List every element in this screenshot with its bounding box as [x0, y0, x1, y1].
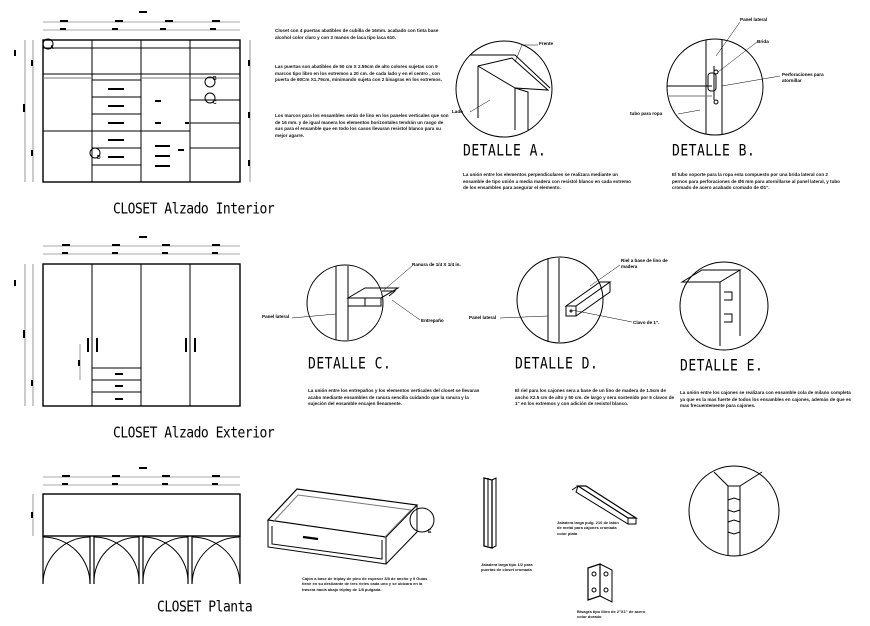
note-joints: Los marcos para los ensambles serán de l…: [275, 113, 449, 138]
drawer-handle-drawing: [571, 485, 639, 525]
label-ranura: Ranura de 1/4 X 1/4 in.: [412, 262, 461, 267]
label-panel-lateral-b: Panel lateral: [740, 17, 768, 22]
heading-detail-b: DETALLE B.: [672, 142, 756, 161]
note-drawer: Cajón a base de triplay de pino de espes…: [302, 576, 428, 592]
elevation-interior: [14, 11, 251, 183]
title-elevation-interior: CLOSET Alzado Interior: [113, 200, 275, 219]
label-panel-lateral-d: Panel lateral: [469, 315, 497, 320]
label-frente: Frente: [539, 41, 554, 46]
label-perforaciones: Perforaciones para atornillar: [782, 72, 824, 83]
elevation-exterior: [14, 236, 241, 407]
detail-b-drawing: [666, 21, 781, 136]
detail-a-drawing: [455, 40, 553, 138]
note-hinge: Bisagra tipo libro de 2"X1" de acero col…: [577, 609, 646, 620]
note-doors: Las puertas son abatibles de 50 cm X 2.5…: [275, 64, 442, 83]
marker-d: D: [97, 155, 101, 161]
hinge-drawing: [587, 563, 613, 603]
heading-detail-e: DETALLE E.: [680, 357, 764, 376]
drawer-drawing: [266, 488, 435, 565]
marker-c: C: [213, 100, 217, 106]
marker-e: E: [428, 529, 432, 535]
note-general: Closet con 4 puertas abatibles de cubill…: [275, 28, 439, 40]
label-panel-lateral-c: Panel lateral: [262, 314, 290, 319]
marker-b: B: [213, 76, 217, 82]
heading-detail-c: DETALLE C.: [308, 355, 392, 374]
title-plan-view: CLOSET Planta: [157, 598, 253, 617]
door-handle-drawing: [483, 477, 497, 549]
label-entrepano: Entrepaño: [421, 318, 444, 323]
note-detail-e: La unión entre los cajones se realizara …: [680, 390, 852, 409]
label-clavo: Clavo de 1".: [633, 320, 660, 325]
note-detail-b: El tubo soporte para la ropa esta compue…: [672, 172, 840, 191]
title-elevation-exterior: CLOSET Alzado Exterior: [113, 424, 275, 443]
note-drawer-handle: Jaladera larga pulg. 210 de latón de met…: [557, 520, 619, 536]
label-lado: Lado: [452, 109, 463, 114]
label-tubo-ropa: tubo para ropa: [630, 111, 663, 116]
note-detail-c: La unión entre los entrepaños y los elem…: [308, 388, 480, 407]
note-door-handle: Jaladera larga tipo 1/2 para puertas de …: [481, 562, 533, 573]
note-detail-d: El riel para los cajones sera a base de …: [515, 388, 675, 407]
detail-e-drawing: [679, 261, 769, 351]
label-brida: Brida: [757, 39, 769, 44]
detail-d-drawing: [499, 256, 633, 344]
heading-detail-a: DETALLE A.: [463, 142, 547, 161]
label-riel-madera: Riel a base de lino de madera: [621, 258, 668, 269]
heading-detail-d: DETALLE D.: [515, 355, 599, 374]
marker-a: A: [50, 45, 54, 51]
plan-view: [31, 467, 241, 585]
dovetail-drawing: [688, 465, 780, 557]
detail-c-drawing: [291, 264, 421, 342]
note-detail-a: La unión entre los elementos perpendicul…: [463, 172, 631, 191]
